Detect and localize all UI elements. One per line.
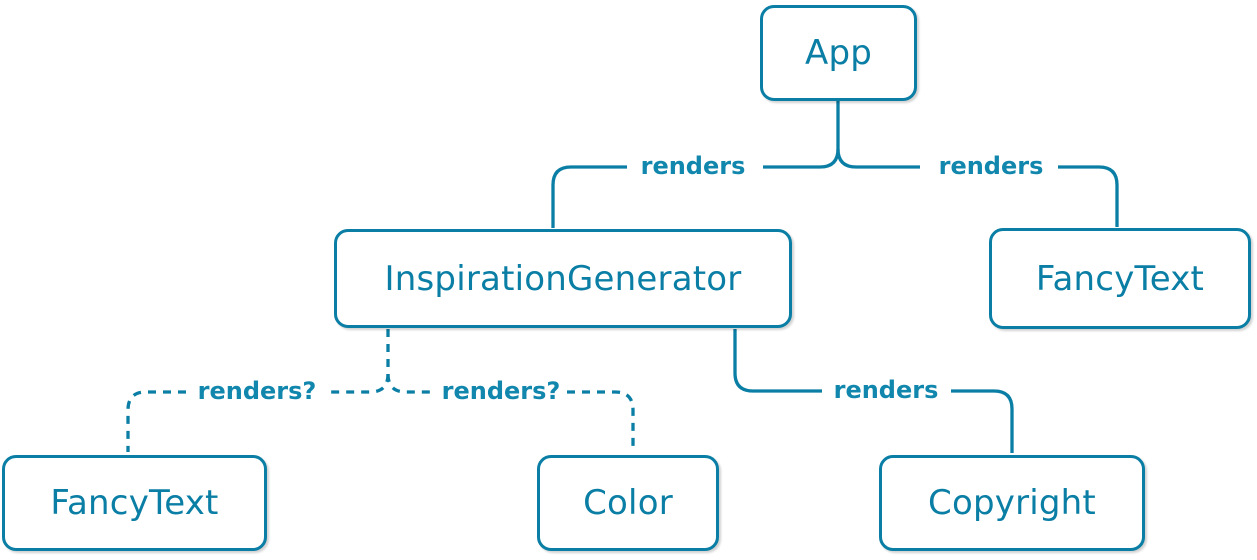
- node-app-label: App: [804, 33, 873, 73]
- node-inspiration-generator-label: InspirationGenerator: [384, 258, 742, 299]
- node-color-label: Color: [583, 483, 673, 523]
- edge-app-inspirationgenerator-a: [763, 101, 840, 169]
- edge-label-renders-ig-copyright: renders: [833, 376, 939, 404]
- edge-label-renders-app-fancytext: renders: [938, 152, 1044, 180]
- node-fancy-text-bottom: FancyText: [2, 455, 267, 551]
- node-fancy-text-top: FancyText: [989, 228, 1251, 329]
- node-color: Color: [537, 455, 719, 551]
- edge-ig-fancytext-a: [329, 329, 390, 394]
- node-copyright-label: Copyright: [928, 483, 1096, 523]
- node-copyright: Copyright: [879, 455, 1145, 551]
- edge-app-fancytext-b: [1058, 165, 1119, 227]
- edge-ig-copyright-b: [951, 389, 1014, 453]
- edge-ig-color-b: [567, 390, 635, 452]
- edge-ig-color-a: [386, 373, 436, 394]
- edge-app-fancytext-a: [836, 148, 920, 169]
- edge-ig-copyright-a: [733, 329, 822, 393]
- edge-label-renders-app-ig: renders: [640, 152, 746, 180]
- node-fancy-text-bottom-label: FancyText: [50, 483, 219, 523]
- edge-label-renders-ig-color: renders?: [441, 377, 561, 405]
- edge-label-renders-ig-fancytext: renders?: [197, 377, 317, 405]
- node-app: App: [760, 5, 917, 101]
- node-fancy-text-top-label: FancyText: [1035, 258, 1205, 299]
- edge-app-inspirationgenerator-b: [551, 165, 627, 228]
- node-inspiration-generator: InspirationGenerator: [334, 229, 792, 328]
- edge-ig-fancytext-b: [126, 390, 186, 452]
